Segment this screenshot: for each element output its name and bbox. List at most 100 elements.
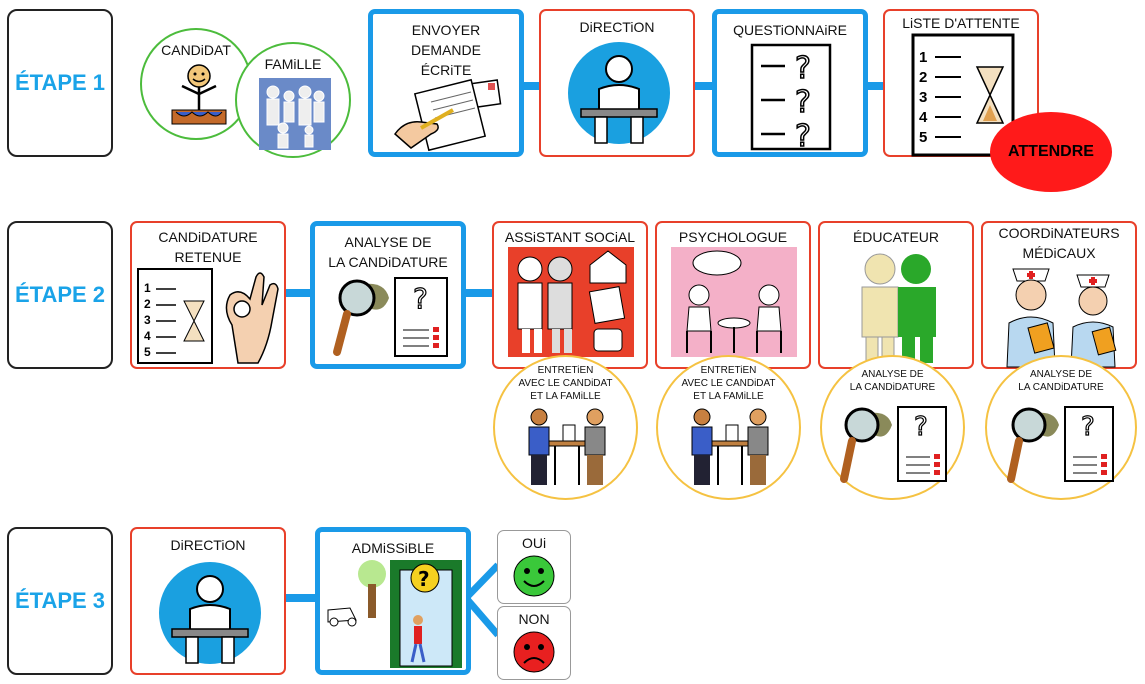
- attendre-badge: ATTENDRE: [990, 112, 1112, 192]
- analyse-circle-1: ANALYSE DE LA CANDiDATURE ?: [820, 355, 965, 500]
- coordinateurs-line-1: COORDiNATEURS: [998, 225, 1120, 241]
- interview-table-icon: [528, 408, 606, 485]
- retenue-number-1: 1: [144, 281, 151, 295]
- step-3-label: ÉTAPE 3: [7, 527, 113, 675]
- liste-label: LiSTE D'ATTENTE: [902, 15, 1020, 31]
- educateur-label: ÉDUCATEUR: [852, 229, 940, 245]
- entretien-circle-1: ENTRETiEN AVEC LE CANDiDAT ET LA FAMiLLE: [493, 355, 638, 500]
- step-1-label: ÉTAPE 1: [7, 9, 113, 157]
- direction-label: DiRECTiON: [579, 19, 655, 35]
- step-3-text: ÉTAPE 3: [14, 588, 106, 613]
- person-at-desk-icon: [159, 562, 261, 664]
- magnifier-document-icon: ?: [840, 406, 947, 483]
- connector: [285, 594, 317, 602]
- connector: [866, 82, 886, 90]
- attendre-text: ATTENDRE: [1008, 143, 1094, 160]
- svg-text:?: ?: [795, 85, 811, 120]
- list-number-4: 4: [919, 109, 928, 126]
- interview-table-icon: [691, 408, 769, 485]
- list-number-2: 2: [919, 69, 928, 86]
- analyse-small-line-2: LA CANDiDATURE: [1018, 382, 1104, 393]
- person-at-desk-icon: [568, 42, 670, 144]
- retenue-line-2: RETENUE: [174, 249, 242, 265]
- assistant-label: ASSiSTANT SOCiAL: [504, 229, 636, 245]
- famille-label: FAMiLLE: [264, 56, 322, 72]
- envoyer-line-3: ÉCRiTE: [420, 62, 472, 78]
- envoyer-line-2: DEMANDE: [410, 42, 481, 58]
- entretien-line-2: AVEC LE CANDiDAT: [681, 378, 776, 389]
- svg-text:?: ?: [413, 282, 428, 315]
- card-educateur: ÉDUCATEUR: [818, 221, 974, 369]
- svg-text:?: ?: [914, 412, 928, 442]
- entretien-line-3: ET LA FAMiLLE: [693, 391, 764, 402]
- questionnaire-label: QUESTiONNAiRE: [733, 22, 847, 38]
- oui-label: OUi: [521, 535, 547, 551]
- writing-hand-icon: [393, 78, 502, 152]
- happy-face-icon: [513, 555, 555, 597]
- candidat-circle: CANDiDAT: [140, 28, 252, 140]
- connector: [283, 289, 313, 297]
- svg-text:?: ?: [795, 51, 811, 86]
- card-analyse-candidature: ANALYSE DE LA CANDiDATURE ?: [310, 221, 466, 369]
- entretien-line-1: ENTRETiEN: [700, 365, 757, 376]
- step-2-text: ÉTAPE 2: [14, 282, 106, 307]
- list-number-3: 3: [919, 89, 928, 106]
- psychologue-label: PSYCHOLOGUE: [678, 229, 788, 245]
- nurses-icon: [1006, 268, 1117, 368]
- card-questionnaire: QUESTiONNAiRE ???: [712, 9, 868, 157]
- connector: [462, 289, 494, 297]
- analyse-small-line-1: ANALYSE DE: [861, 369, 924, 380]
- card-envoyer-demande: ENVOYER DEMANDE ÉCRiTE: [368, 9, 524, 157]
- list-number-5: 5: [919, 129, 928, 146]
- card-direction: DiRECTiON: [539, 9, 695, 157]
- ok-hand-icon: [225, 272, 279, 364]
- analyse-line-1: ANALYSE DE: [344, 234, 432, 250]
- waiting-list-icon: [137, 268, 213, 364]
- step-1-text: ÉTAPE 1: [14, 70, 106, 95]
- retenue-number-4: 4: [144, 329, 151, 343]
- card-direction-final: DiRECTiON: [130, 527, 286, 675]
- non-label: NON: [518, 611, 550, 627]
- admissible-label: ADMiSSiBLE: [351, 540, 435, 556]
- coordinateurs-line-2: MÉDiCAUX: [1022, 245, 1096, 261]
- entretien-line-3: ET LA FAMiLLE: [530, 391, 601, 402]
- card-assistant-social: ASSiSTANT SOCiAL: [492, 221, 648, 369]
- retenue-number-5: 5: [144, 345, 151, 359]
- card-admissible: ADMiSSiBLE ?: [315, 527, 471, 675]
- envoyer-line-1: ENVOYER: [411, 22, 481, 38]
- card-non: NON: [497, 606, 571, 680]
- retenue-number-3: 3: [144, 313, 151, 327]
- svg-text:?: ?: [1081, 412, 1095, 442]
- card-candidature-retenue: CANDiDATURE RETENUE 1 2 3 4 5: [130, 221, 286, 369]
- questions-icon: ???: [750, 43, 832, 155]
- famille-circle: FAMiLLE: [235, 42, 351, 158]
- svg-text:?: ?: [418, 567, 430, 591]
- door-question-icon: ?: [327, 560, 462, 668]
- connector: [692, 82, 714, 90]
- list-number-1: 1: [919, 49, 928, 66]
- candidate-icon: [171, 64, 227, 125]
- connector: [522, 82, 542, 90]
- magnifier-document-icon: ?: [333, 277, 448, 357]
- analyse-line-2: LA CANDiDATURE: [328, 254, 448, 270]
- sad-face-icon: [513, 631, 555, 673]
- svg-text:?: ?: [795, 119, 811, 154]
- entretien-line-1: ENTRETiEN: [537, 365, 594, 376]
- direction-final-label: DiRECTiON: [170, 537, 246, 553]
- retenue-line-1: CANDiDATURE: [158, 229, 258, 245]
- family-icon: [259, 78, 331, 150]
- card-coordinateurs-medicaux: COORDiNATEURS MÉDiCAUX: [981, 221, 1137, 369]
- home-visit-icon: [508, 247, 634, 357]
- step-2-label: ÉTAPE 2: [7, 221, 113, 369]
- candidat-label: CANDiDAT: [161, 42, 231, 58]
- analyse-circle-2: ANALYSE DE LA CANDiDATURE ?: [985, 355, 1137, 500]
- branch-lines: [463, 562, 501, 638]
- entretien-circle-2: ENTRETiEN AVEC LE CANDiDAT ET LA FAMiLLE: [656, 355, 801, 500]
- card-psychologue: PSYCHOLOGUE: [655, 221, 811, 369]
- entretien-line-2: AVEC LE CANDiDAT: [518, 378, 613, 389]
- card-oui: OUi: [497, 530, 571, 604]
- two-people-icon: [861, 253, 936, 364]
- retenue-number-2: 2: [144, 297, 151, 311]
- magnifier-document-icon: ?: [1007, 406, 1114, 483]
- analyse-small-line-1: ANALYSE DE: [1029, 369, 1093, 380]
